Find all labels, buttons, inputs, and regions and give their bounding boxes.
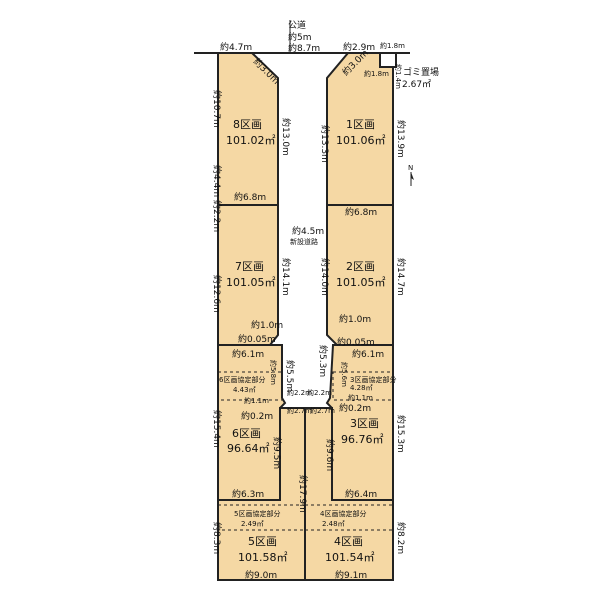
dim-l1-left: 約13.3m — [319, 125, 331, 163]
dim-l4-right: 約8.2m — [395, 522, 407, 554]
lot-6-name: 6区画 — [232, 427, 261, 440]
lot-3-share-area: 4.28㎡ — [350, 384, 373, 392]
lot-8-area: 101.02㎡ — [226, 134, 276, 147]
lot-5-share-label: 5区画協定部分 — [234, 509, 280, 518]
dim-l6-inner: 約5.8m — [269, 360, 278, 385]
dim-l2-off: 約0.05m — [337, 336, 375, 348]
lot-1-name: 1区画 — [346, 118, 375, 131]
dim-l3-b: 約0.2m — [339, 402, 371, 414]
lot-6-share-area: 4.43㎡ — [233, 386, 256, 394]
dim-l3-left: 約9.6m — [324, 439, 336, 471]
dim-stem-r: 約2.2m — [307, 388, 332, 397]
dim-l7-right: 約14.1m — [280, 258, 292, 296]
lot-2-name: 2区画 — [346, 260, 375, 273]
lot-3-name: 3区画 — [350, 417, 379, 430]
lot-8 — [217, 52, 279, 206]
dim-top-right: 約2.9m — [343, 41, 375, 53]
lot-5-name: 5区画 — [248, 535, 277, 548]
garbage-label: ゴミ置場 — [403, 66, 439, 78]
dim-road-5-3: 約5.3m — [317, 345, 329, 377]
lot-4-share-zone — [304, 504, 394, 531]
dim-l3-inner: 約5.6m — [340, 362, 349, 387]
lot-4-share-label: 4区画協定部分 — [320, 509, 366, 518]
new-road-label: 新設道路 — [290, 237, 318, 246]
dim-l2-left: 約14.0m — [319, 258, 331, 296]
dim-l6-bottom: 約6.3m — [232, 488, 264, 500]
dim-l7-left-a: 約2.2m — [211, 200, 223, 232]
lot-6-share-zone — [217, 371, 283, 401]
dim-stem-l: 約2.2m — [287, 388, 312, 397]
lot-3-share-zone — [332, 371, 394, 401]
dim-top-left: 約4.7m — [220, 41, 252, 53]
dim-l6-left: 約15.4m — [211, 410, 223, 448]
north-arrow-icon: N — [408, 164, 414, 186]
lot-4-name: 4区画 — [334, 535, 363, 548]
lot-4-share-area: 2.48㎡ — [322, 520, 345, 528]
garbage-area — [379, 52, 397, 68]
garbage-dim-bottom: 約1.8m — [364, 69, 389, 78]
svg-text:N: N — [408, 164, 413, 172]
garbage-dim-top: 約1.8m — [380, 41, 405, 50]
dim-l6-b: 約0.2m — [241, 410, 273, 422]
lot-7-area: 101.05㎡ — [226, 276, 276, 289]
lot-6-area: 96.64㎡ — [227, 442, 270, 455]
lot-4 — [304, 407, 394, 581]
dim-l2-right: 約14.7m — [395, 258, 407, 296]
dim-l3-right: 約15.3m — [395, 415, 407, 453]
lot-7 — [217, 204, 279, 346]
dim-l2-chamfer: 約1.0m — [339, 313, 371, 325]
dim-l5-left: 約8.3m — [211, 522, 223, 554]
lot-7-name: 7区画 — [235, 260, 264, 273]
dim-l8-right: 約13.0m — [280, 118, 292, 156]
lot-8-name: 8区画 — [233, 118, 262, 131]
dim-l8-bottom: 約6.8m — [234, 191, 266, 203]
dim-l3-bottom: 約6.4m — [345, 488, 377, 500]
lot-3-share-label: 3区画協定部分 — [350, 375, 396, 384]
dim-stem-r2: 約2.7m — [310, 406, 335, 415]
lot-5-area: 101.58㎡ — [238, 551, 288, 564]
lot-5-share-zone — [217, 504, 306, 531]
dim-l1-right: 約13.9m — [395, 120, 407, 158]
dim-l1-bottom: 約6.8m — [345, 206, 377, 218]
dim-stem-l2: 約2.7m — [287, 406, 312, 415]
dim-l3-top: 約6.1m — [352, 348, 384, 360]
dim-l8-left-b: 約4.4m — [211, 165, 223, 197]
public-road-label: 公道 — [288, 19, 306, 31]
dim-l7-left-b: 約12.6m — [211, 275, 223, 313]
lot-3-area: 96.76㎡ — [341, 433, 384, 446]
dim-center-long: 約17.9m — [297, 475, 309, 513]
lot-4-area: 101.54㎡ — [325, 551, 375, 564]
dim-l6-a: 約1.1m — [244, 396, 269, 405]
public-road-width: 約5m — [288, 31, 312, 43]
lot-5-share-area: 2.49㎡ — [241, 520, 264, 528]
dim-l5-bottom: 約9.0m — [245, 569, 277, 581]
dim-road-5-5: 約5.5m — [284, 360, 296, 392]
garbage-area-value: 2.67㎡ — [402, 79, 431, 90]
dim-l8-left-a: 約10.7m — [211, 90, 223, 128]
lot-1-area: 101.06㎡ — [336, 134, 386, 147]
dim-l3-a: 約1.1m — [348, 393, 373, 402]
dim-l7-off: 約0.05m — [238, 333, 276, 345]
garbage-dim-side: 約1.4m — [394, 64, 403, 89]
lot-6-share-label: 6区画協定部分 — [219, 375, 265, 384]
dim-l4-bottom: 約9.1m — [335, 569, 367, 581]
dim-l7-chamfer: 約1.0m — [251, 319, 283, 331]
dim-top-mid: 約8.7m — [288, 42, 320, 54]
dim-l6-right: 約9.5m — [271, 437, 283, 469]
lot-2-area: 101.05㎡ — [336, 276, 386, 289]
dim-l6-top: 約6.1m — [232, 348, 264, 360]
new-road-width: 約4.5m — [292, 225, 324, 237]
